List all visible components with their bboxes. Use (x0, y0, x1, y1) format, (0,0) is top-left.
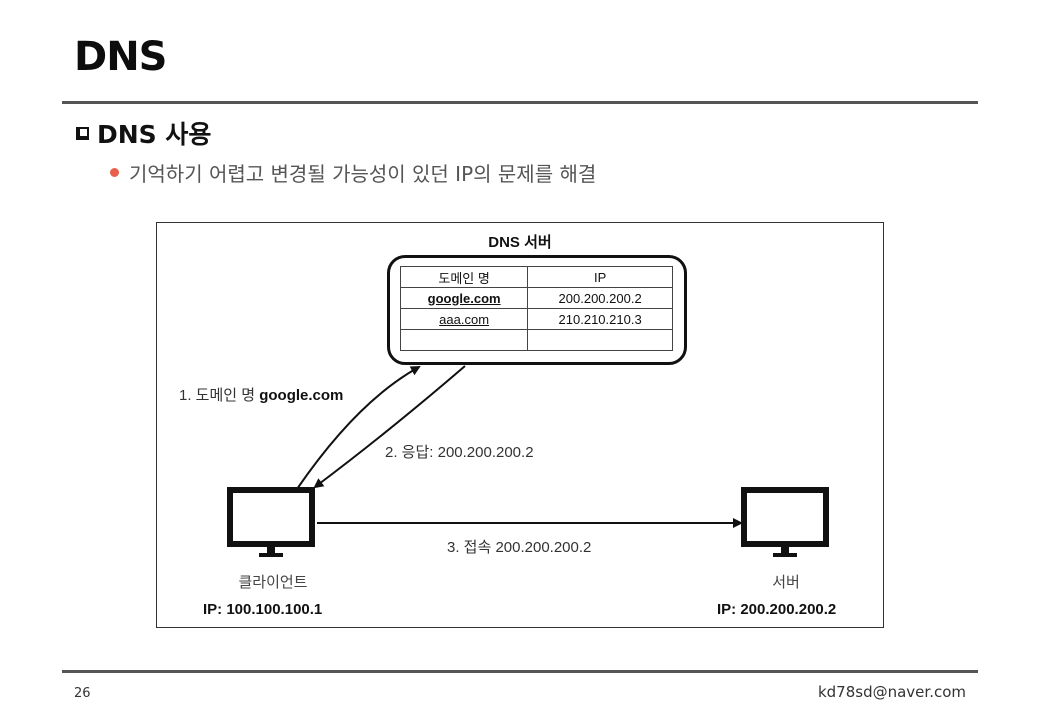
footer-email: kd78sd@naver.com (817, 683, 966, 701)
table-cell-domain (399, 329, 529, 351)
client-ip: IP: 100.100.100.1 (203, 601, 323, 618)
table-row: google.com 200.200.200.2 (399, 287, 673, 309)
section-heading: DNS 사용 (76, 115, 211, 151)
footer-divider (62, 670, 978, 673)
server-label: 서버 (772, 574, 800, 591)
client-label: 클라이언트 (238, 574, 308, 591)
slide-title: DNS (74, 34, 167, 80)
dns-server-box: 도메인 명 IP google.com 200.200.200.2 aaa.co… (387, 255, 687, 365)
section-heading-text: DNS 사용 (97, 120, 212, 149)
dns-table: 도메인 명 IP google.com 200.200.200.2 aaa.co… (399, 266, 673, 351)
table-cell-ip (527, 329, 673, 351)
table-header-ip: IP (527, 266, 673, 288)
bullet-text: 기억하기 어렵고 변경될 가능성이 있던 IP의 문제를 해결 (129, 162, 597, 186)
step1-label: 1. 도메인 명 google.com (179, 384, 343, 405)
dns-server-title: DNS 서버 (488, 234, 552, 251)
table-row (399, 329, 673, 351)
step1-domain: google.com (259, 387, 344, 404)
table-cell-ip: 200.200.200.2 (527, 287, 673, 309)
server-monitor-icon (741, 487, 829, 557)
step3-label: 3. 접속 200.200.200.2 (447, 539, 592, 556)
table-row: aaa.com 210.210.210.3 (399, 308, 673, 330)
table-cell-domain: aaa.com (399, 308, 529, 330)
step2-label: 2. 응답: 200.200.200.2 (385, 444, 534, 461)
step1-prefix: 1. 도메인 명 (179, 387, 256, 404)
checkbox-bullet-icon (76, 126, 89, 140)
table-header-domain: 도메인 명 (399, 266, 529, 288)
page-number: 26 (74, 686, 91, 701)
arrow-response (313, 365, 466, 489)
bullet-item: 기억하기 어렵고 변경될 가능성이 있던 IP의 문제를 해결 (110, 158, 596, 187)
dns-diagram: DNS 서버 도메인 명 IP google.com 200.200.200.2… (156, 222, 884, 628)
table-cell-ip: 210.210.210.3 (527, 308, 673, 330)
table-cell-domain: google.com (399, 287, 529, 309)
diagram-arrows (296, 365, 743, 528)
server-ip: IP: 200.200.200.2 (717, 601, 837, 618)
arrow-request (296, 366, 421, 490)
client-monitor-icon (227, 487, 315, 557)
title-divider (62, 101, 978, 104)
bullet-dot-icon (110, 168, 119, 177)
